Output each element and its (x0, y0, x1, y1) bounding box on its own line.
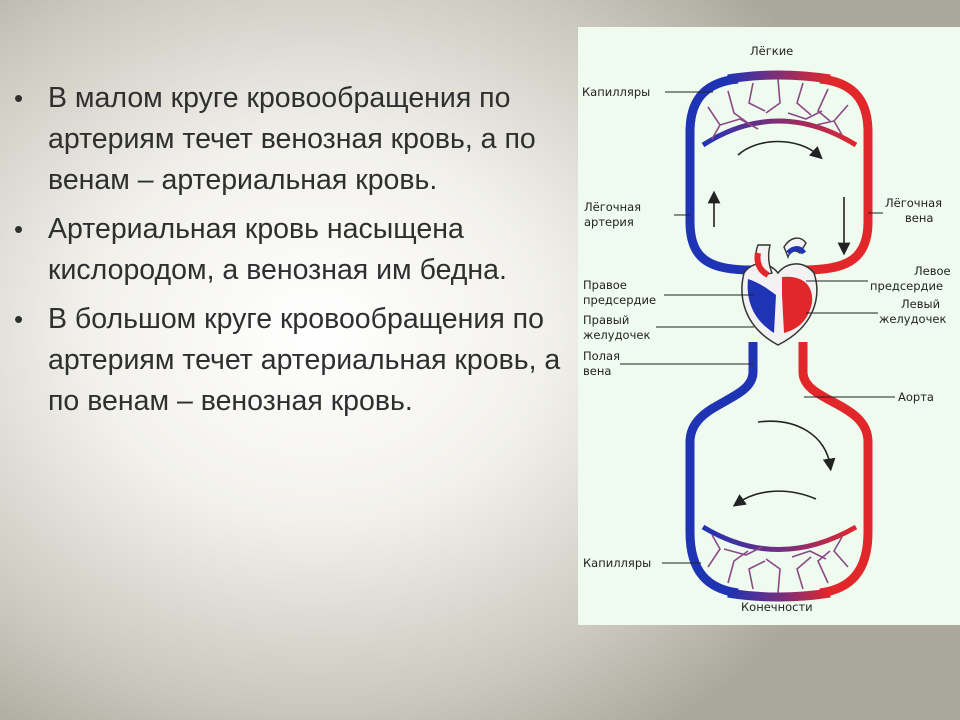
lung-capillary-inner (701, 118, 858, 148)
bullet-item: • В малом круге кровообращения по артери… (14, 78, 574, 201)
bullet-marker: • (14, 83, 24, 113)
limb-capillary-net (707, 534, 849, 594)
pulmonary-vein-vessel (802, 74, 873, 275)
vena-cava-vessel (685, 342, 758, 598)
bullet-text: В малом круге кровообращения по артериям… (48, 82, 536, 196)
bullet-item: • В большом круге кровообращения по арте… (14, 299, 574, 422)
label-limbs: Конечности (741, 600, 813, 614)
systemic-flow-arrow (732, 490, 817, 507)
systemic-flow-arrow (757, 420, 836, 472)
label-right-atrium: Правое предсердие (583, 278, 656, 307)
circulation-diagram: Лёгкие Капилляры Лёгочная артерия Лёгочн… (578, 27, 960, 625)
bullet-marker: • (14, 214, 24, 244)
label-capillaries-top: Капилляры (582, 85, 650, 99)
aorta-vessel (798, 342, 873, 598)
bullet-list: • В малом круге кровообращения по артери… (14, 78, 574, 430)
lung-capillary-net (707, 78, 849, 140)
label-capillaries-bottom: Капилляры (583, 556, 651, 570)
limb-capillary-inner (701, 524, 858, 552)
pulmonary-artery-vessel (685, 74, 754, 275)
label-right-ventricle: Правый желудочек (583, 313, 650, 342)
circulation-svg: Лёгкие Капилляры Лёгочная артерия Лёгочн… (582, 44, 954, 614)
left-heart-chambers (782, 276, 813, 333)
limb-capillary-arc (727, 588, 831, 602)
label-left-ventricle: Левый желудочек (879, 297, 946, 326)
label-left-atrium: Левое предсердие (870, 264, 954, 293)
label-vena-cava: Полая вена (583, 349, 624, 378)
bullet-text: В большом круге кровообращения по артери… (48, 303, 561, 417)
label-lungs: Лёгкие (750, 44, 793, 58)
label-pulmonary-vein: Лёгочная вена (885, 196, 946, 225)
label-aorta: Аорта (898, 390, 934, 404)
label-leaders (620, 91, 895, 564)
right-heart-chambers (747, 279, 776, 333)
bullet-item: • Артериальная кровь насыщена кислородом… (14, 209, 574, 291)
bullet-text: Артериальная кровь насыщена кислородом, … (48, 213, 507, 286)
pulmonary-flow-arrow (737, 140, 823, 160)
label-pulmonary-artery: Лёгочная артерия (584, 200, 645, 229)
bullet-marker: • (14, 304, 24, 334)
lung-capillary-arc (727, 70, 831, 84)
heart-icon (741, 237, 818, 346)
